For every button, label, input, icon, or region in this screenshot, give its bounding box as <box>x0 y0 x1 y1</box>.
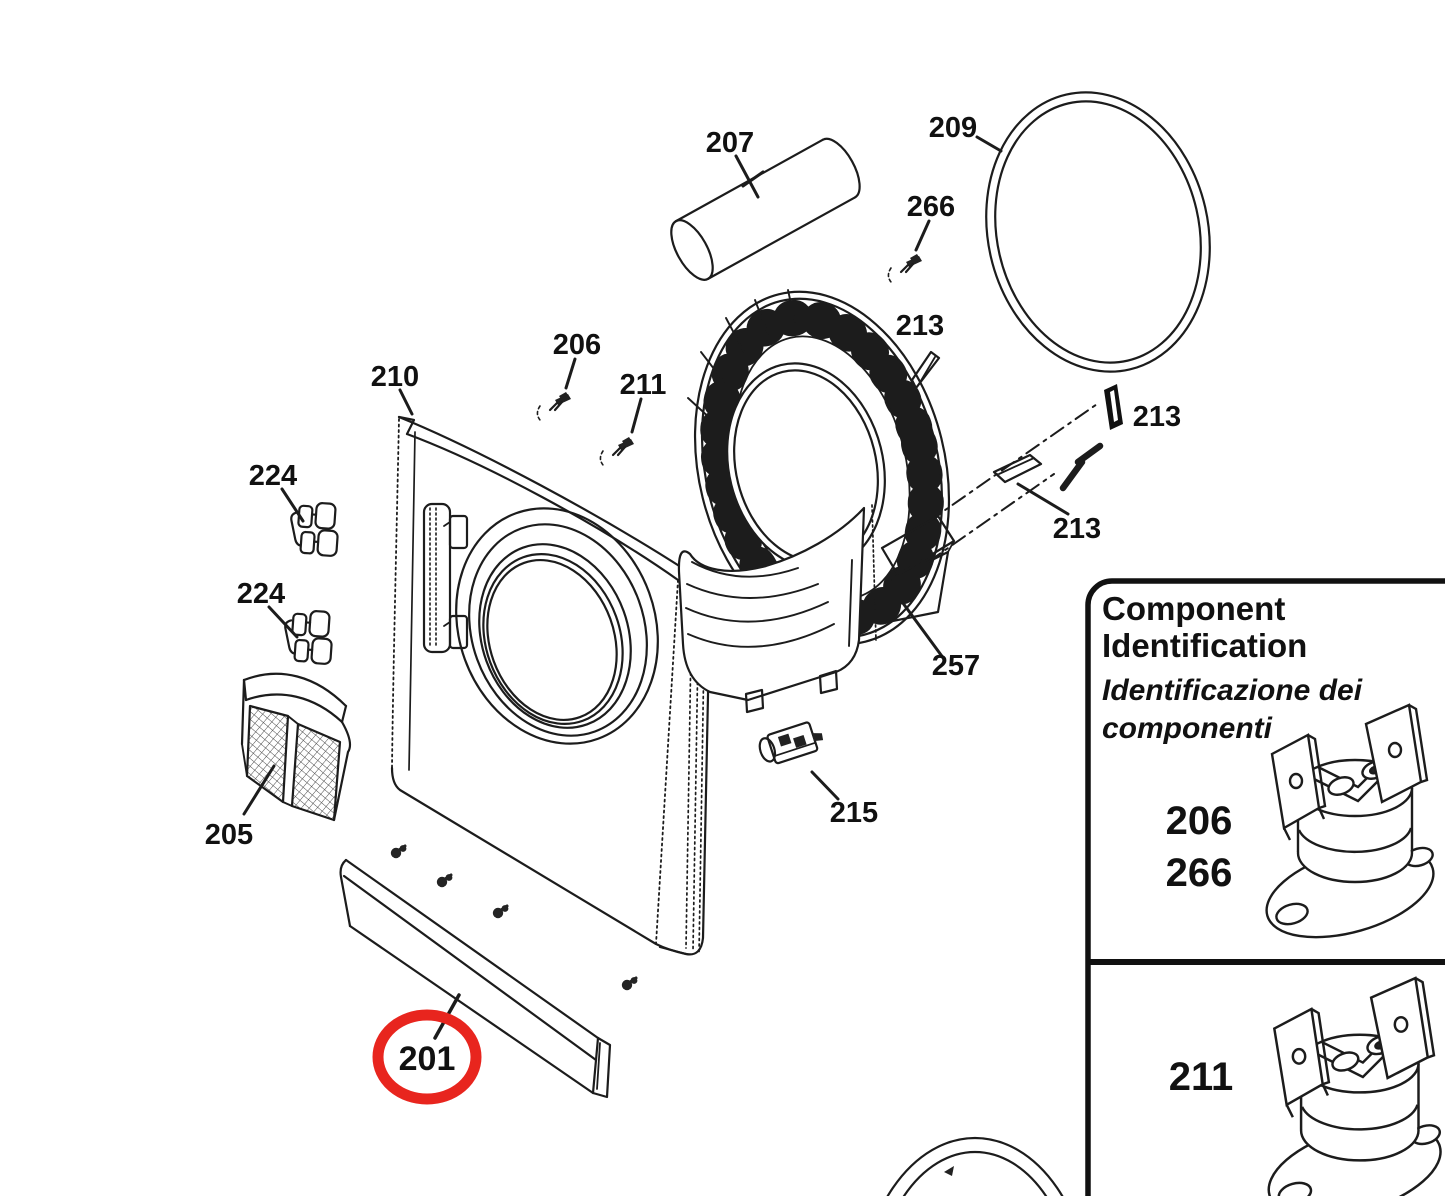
part-label-205: 205 <box>205 819 253 851</box>
part-label-224-lower: 224 <box>237 578 285 610</box>
screw-266 <box>887 252 924 286</box>
part-label-210: 210 <box>371 361 419 393</box>
highlight-circle-201 <box>372 1009 482 1105</box>
part-kick-panel <box>339 858 612 1099</box>
component-box-subtitle-line2: componenti <box>1102 712 1273 745</box>
part-label-213-middle: 213 <box>1053 513 1101 545</box>
part-label-206: 206 <box>553 329 601 361</box>
part-door-switch <box>758 721 824 765</box>
part-label-209: 209 <box>929 112 977 144</box>
part-label-213-right: 213 <box>1133 401 1181 433</box>
part-label-207: 207 <box>706 127 754 159</box>
leader-224-lower <box>267 605 299 639</box>
leader-205 <box>242 764 276 816</box>
component-box-title-line2: Identification <box>1102 627 1307 664</box>
leader-206 <box>564 357 577 390</box>
leader-224-upper <box>280 487 305 523</box>
leader-209 <box>975 135 1003 153</box>
part-drum-ring <box>975 91 1211 373</box>
box-part-number-266: 266 <box>1166 851 1233 895</box>
part-label-266: 266 <box>907 191 955 223</box>
part-label-257: 257 <box>932 650 980 682</box>
leader-211 <box>630 397 643 434</box>
leader-213-middle <box>1016 482 1070 516</box>
dash-dot-line-a <box>927 401 1101 523</box>
part-label-213-top: 213 <box>896 310 944 342</box>
leader-207 <box>734 154 765 199</box>
part-front-bulkhead <box>677 289 956 714</box>
component-box-title-line1: Component <box>1102 590 1285 627</box>
part-label-211: 211 <box>620 369 667 401</box>
part-lint-filter <box>240 672 352 822</box>
box-part-number-211: 211 <box>1169 1055 1234 1099</box>
part-label-201-highlighted: 201 <box>399 1040 456 1078</box>
component-box-subtitle-line1: Identificazione dei <box>1102 674 1363 707</box>
part-hinge-lower <box>281 607 335 666</box>
part-drum-partial <box>886 1136 1064 1196</box>
leader-210 <box>398 388 414 416</box>
part-clip-213-middle <box>992 442 1104 492</box>
dash-dot-line-b <box>927 473 1055 563</box>
screw-206 <box>536 390 573 424</box>
component-identification-box: Component Identification Identificazione… <box>1085 578 1445 1196</box>
screw-211 <box>599 435 636 469</box>
part-exhaust-tube <box>670 137 861 281</box>
leader-266 <box>914 219 931 252</box>
part-label-215: 215 <box>830 797 878 829</box>
part-label-224-upper: 224 <box>249 460 297 492</box>
box-part-number-206: 206 <box>1166 799 1233 843</box>
leader-257 <box>895 593 946 661</box>
part-clip-213-right <box>1104 384 1123 430</box>
part-front-panel <box>389 415 712 992</box>
leader-215 <box>810 770 840 801</box>
part-clip-213-top <box>893 350 941 405</box>
part-labels: 207 209 266 213 210 206 211 213 224 213 … <box>205 112 1181 1078</box>
